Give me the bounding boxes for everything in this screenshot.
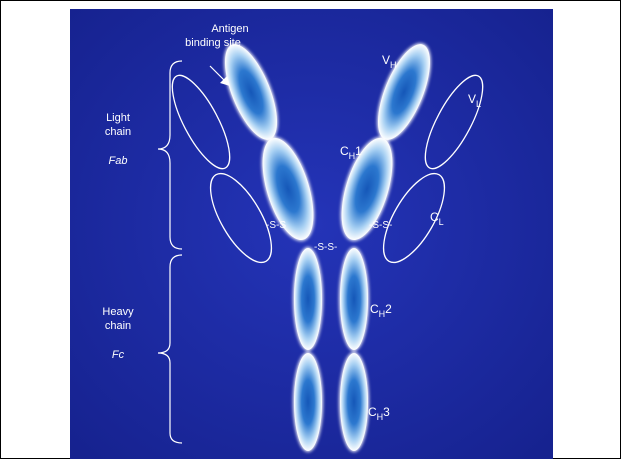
disulfide-right: -S-S- [369,220,392,231]
left-ch2-domain [294,248,322,350]
antibody-slide: Antigen binding site Light chain Fab Hea… [70,9,553,459]
right-ch2-domain [340,248,368,350]
right-ch3-domain [340,353,368,451]
fc-label: Fc [112,349,125,361]
disulfide-center: -S-S- [314,242,337,253]
heavy-chain-label-line2: chain [105,320,131,332]
fab-label: Fab [109,155,128,167]
light-chain-label-line1: Light [106,112,130,124]
left-ch3-domain [294,353,322,451]
light-chain-label-line2: chain [105,126,131,138]
antigen-label-line1: Antigen [211,23,248,35]
heavy-chain-label-line1: Heavy [102,306,134,318]
antigen-label-line2: binding site [185,37,241,49]
disulfide-left: -S-S [266,220,286,231]
antibody-diagram: Antigen binding site Light chain Fab Hea… [70,9,553,459]
